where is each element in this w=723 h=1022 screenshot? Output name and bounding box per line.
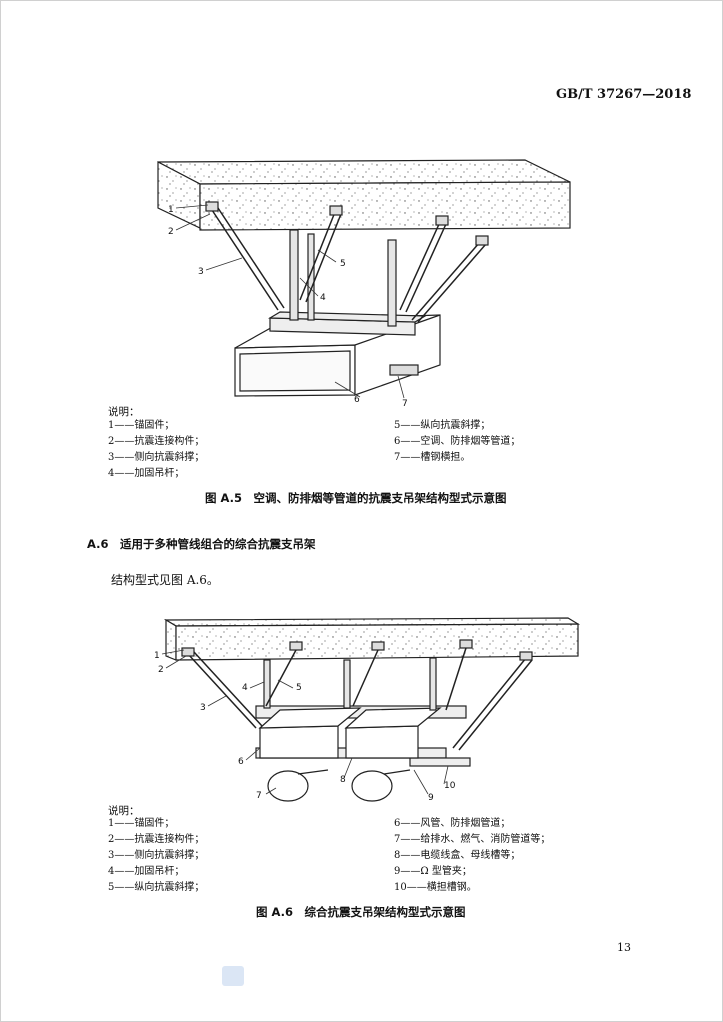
legend-item: 1——锚固件； — [108, 818, 175, 829]
legend-item: 10——横担槽钢。 — [394, 882, 477, 893]
anchor-brackets — [205, 201, 489, 376]
legend-item: 5——纵向抗震斜撑； — [394, 420, 491, 431]
figure-a6-callouts: 1 2 3 4 5 6 7 8 9 10 — [154, 651, 456, 803]
callout-7: 7 — [256, 791, 262, 801]
callout-8: 8 — [340, 775, 346, 785]
callout-2: 2 — [158, 665, 164, 675]
hanger-rods — [263, 657, 437, 711]
callout-1: 1 — [154, 651, 160, 661]
figure-a6-legend-title: 说明： — [108, 805, 140, 817]
air-duct — [258, 707, 442, 759]
callout-leaders — [161, 649, 449, 795]
legend-item: 9——Ω 型管夹； — [394, 866, 472, 877]
legend-item: 6——风管、防排烟管道； — [394, 818, 511, 829]
legend-item: 4——加固吊杆； — [108, 468, 185, 479]
legend-item: 1——锚固件； — [108, 420, 175, 431]
legend-item: 8——电缆线盒、母线槽等； — [394, 850, 521, 861]
figure-a5-callouts: 1 2 3 4 5 6 7 — [168, 205, 408, 409]
figure-a5-legend-title: 说明： — [108, 406, 140, 418]
page-number: 13 — [617, 941, 631, 954]
callout-9: 9 — [428, 793, 434, 803]
pipes — [267, 769, 411, 802]
figure-a5-drawing: 1 2 3 4 5 6 7 — [157, 159, 571, 409]
seismic-braces — [187, 647, 533, 751]
callout-4: 4 — [320, 293, 326, 303]
seismic-braces — [211, 207, 487, 323]
callout-leaders — [175, 204, 405, 399]
figure-a6-drawing: 1 2 3 4 5 6 7 8 9 10 — [154, 617, 581, 803]
callout-6: 6 — [354, 395, 360, 405]
callout-5: 5 — [296, 683, 302, 693]
legend-item: 2——抗震连接构件； — [108, 834, 205, 845]
figure-a6-caption: 图 A.6 综合抗震支吊架结构型式示意图 — [256, 905, 466, 919]
concrete-slab — [157, 159, 571, 231]
legend-item: 4——加固吊杆； — [108, 866, 185, 877]
callout-1: 1 — [168, 205, 174, 215]
section-a6-heading: A.6 适用于多种管线组合的综合抗震支吊架 — [87, 537, 316, 551]
legend-item: 6——空调、防排烟等管道； — [394, 436, 521, 447]
legend-item: 5——纵向抗震斜撑； — [108, 882, 205, 893]
section-a6-paragraph: 结构型式见图 A.6。 — [111, 573, 219, 587]
watermark-stamp — [222, 966, 244, 986]
legend-item: 7——槽钢横担。 — [394, 452, 471, 463]
callout-7: 7 — [402, 399, 408, 409]
callout-5: 5 — [340, 259, 346, 269]
callout-3: 3 — [198, 267, 204, 277]
callout-2: 2 — [168, 227, 174, 237]
standard-code: GB/T 37267—2018 — [556, 87, 692, 102]
concrete-slab — [163, 617, 581, 661]
callout-3: 3 — [200, 703, 206, 713]
figure-a5-caption: 图 A.5 空调、防排烟等管道的抗震支吊架结构型式示意图 — [205, 491, 507, 505]
callout-10: 10 — [444, 781, 456, 791]
legend-item: 2——抗震连接构件； — [108, 436, 205, 447]
callout-4: 4 — [242, 683, 248, 693]
legend-item: 7——给排水、燃气、消防管道等； — [394, 834, 551, 845]
anchor-brackets — [181, 639, 533, 661]
hanger-rods — [289, 229, 397, 327]
legend-item: 3——侧向抗震斜撑； — [108, 452, 205, 463]
legend-item: 3——侧向抗震斜撑； — [108, 850, 205, 861]
callout-6: 6 — [238, 757, 244, 767]
air-duct — [234, 314, 441, 397]
